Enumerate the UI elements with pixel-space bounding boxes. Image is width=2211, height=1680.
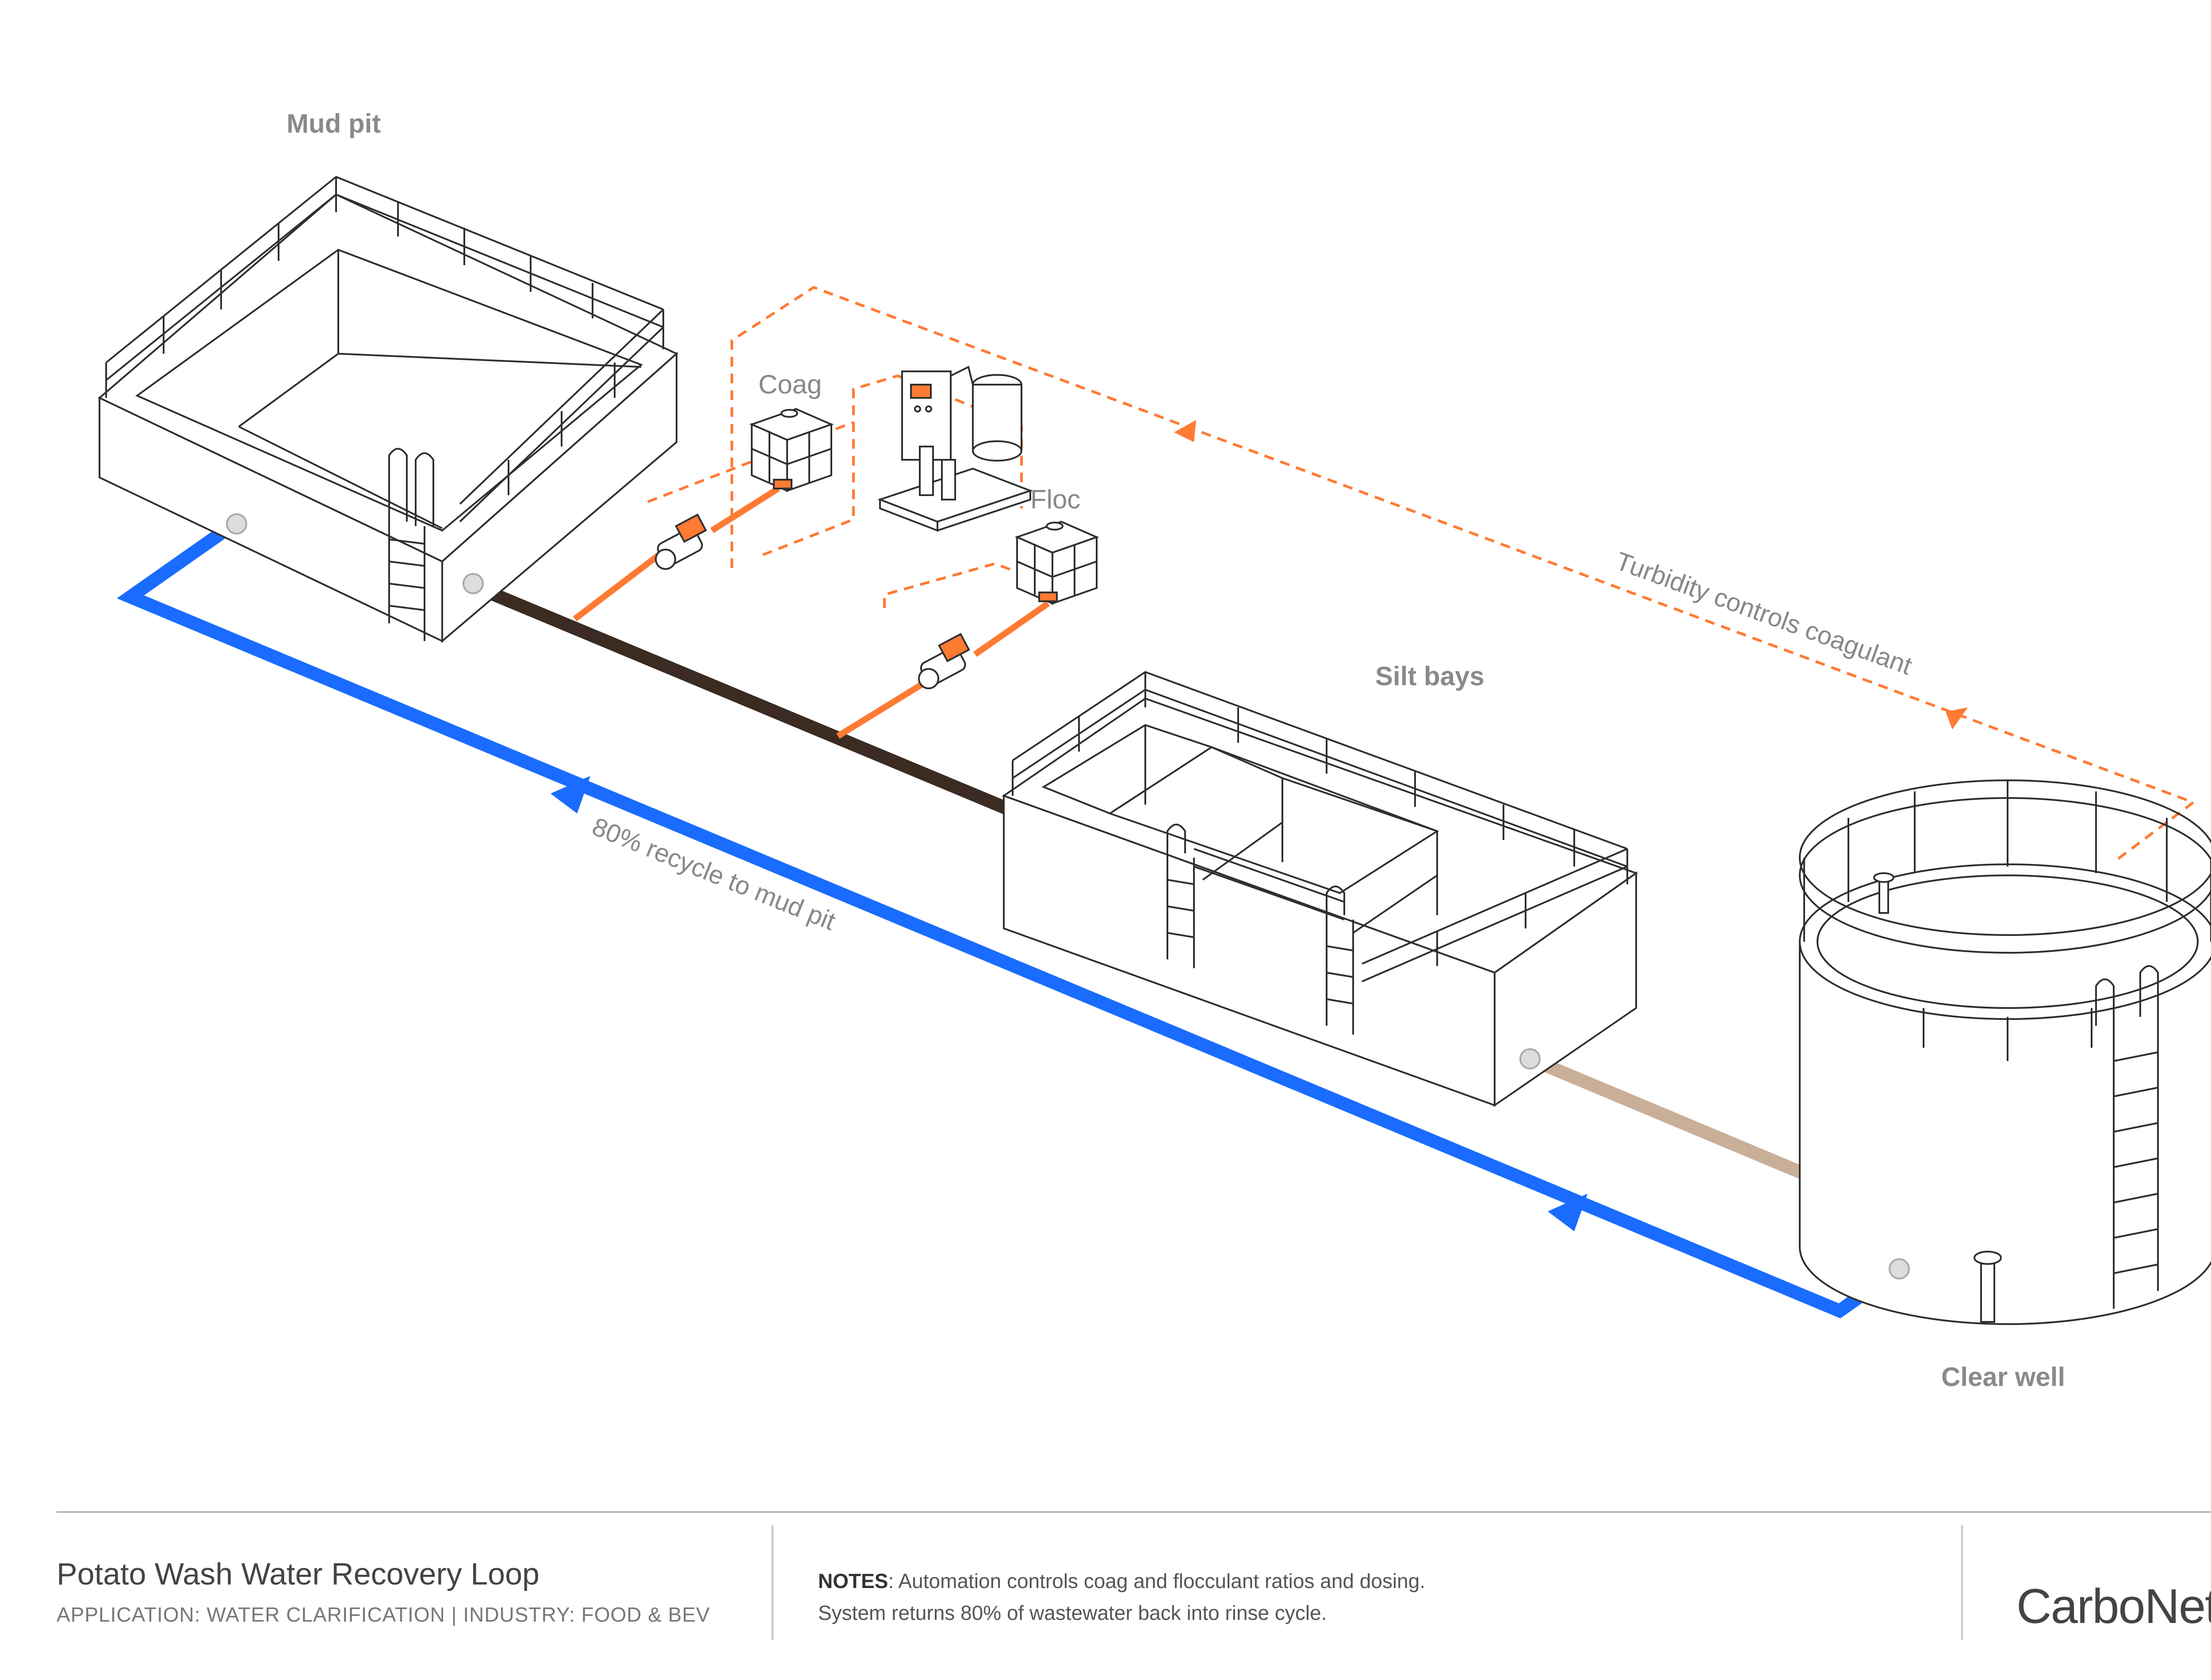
silt-bay-ladder-icon — [1167, 824, 1354, 1035]
title-block-rule — [57, 1511, 2211, 1513]
notes-text-2: System returns 80% of wastewater back in… — [818, 1601, 1327, 1624]
mud-pit-label: Mud pit — [287, 109, 381, 138]
clear-well-ladder-icon — [2095, 965, 2159, 1309]
floc-label: Floc — [1030, 485, 1080, 514]
title-block-divider — [772, 1525, 773, 1640]
floc-ibc-tote-icon — [1014, 520, 1099, 605]
title-block-divider — [1961, 1525, 1963, 1640]
brand-logo: CarboNet — [2016, 1579, 2211, 1634]
pipe-fitting-icon — [1519, 1048, 1541, 1069]
railing-icon — [1803, 780, 2211, 1061]
coag-pump-icon — [655, 513, 707, 570]
floc-pump-icon — [918, 633, 970, 689]
diagram-subtitle: APPLICATION: WATER CLARIFICATION | INDUS… — [57, 1603, 710, 1626]
flow-arrow-icon — [1548, 1194, 1587, 1231]
railing-icon — [1012, 671, 1628, 982]
dirty-water-pipe — [471, 580, 1011, 815]
clear-well-label: Clear well — [1941, 1362, 2065, 1392]
signal-arrow-icon — [1946, 707, 1968, 729]
clarified-water-pipe — [1527, 1053, 1807, 1180]
coag-label: Coag — [758, 370, 822, 399]
silt-bays-tank — [1002, 697, 1638, 1107]
coag-ibc-tote-icon — [749, 408, 834, 493]
mud-pit-tank — [98, 193, 678, 643]
turbidity-label: Turbidity controls coagulant — [1612, 546, 1916, 680]
notes-label: NOTES — [818, 1569, 888, 1592]
mud-pit-ladder-icon — [388, 448, 434, 641]
notes-text-1: : Automation controls coag and flocculan… — [888, 1569, 1426, 1592]
silt-bays-label: Silt bays — [1375, 661, 1484, 691]
signal-arrow-icon — [1174, 420, 1196, 442]
pipe-fitting-icon — [1889, 1258, 1910, 1279]
control-panel-skid-icon — [877, 366, 1033, 532]
diagram-title: Potato Wash Water Recovery Loop — [57, 1557, 539, 1591]
pipe-fitting-icon — [463, 573, 484, 594]
coag-dosing-line — [573, 486, 780, 622]
flow-arrow-icon — [551, 776, 590, 813]
notes-block: NOTES: Automation controls coag and floc… — [818, 1565, 1425, 1629]
pipe-fitting-icon — [226, 513, 247, 535]
railing-icon — [105, 176, 664, 523]
clear-well-tank — [1799, 779, 2211, 1325]
drain-valve-icon — [1974, 1251, 2002, 1323]
control-signal-lines — [647, 286, 2196, 863]
notes-line-1: NOTES: Automation controls coag and floc… — [818, 1565, 1425, 1597]
